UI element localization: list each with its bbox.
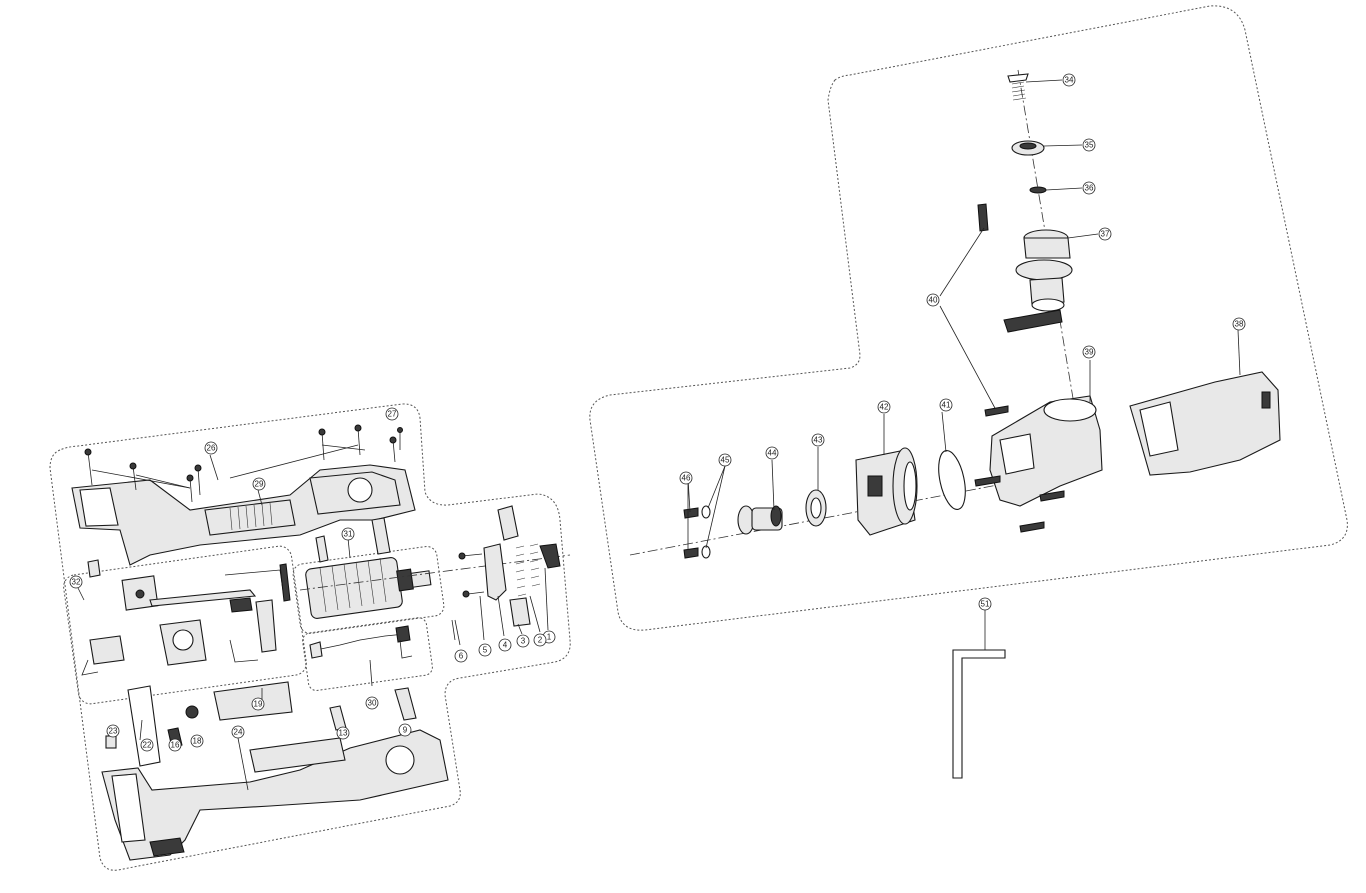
- rear-cover: [1129, 371, 1281, 476]
- callout-32: 32: [69, 575, 83, 589]
- motor-assembly-box: [292, 545, 445, 634]
- callout-31: 31: [341, 527, 355, 541]
- gear-shaft: [737, 505, 783, 535]
- callout-51: 51: [978, 597, 992, 611]
- callout-4: 4: [498, 638, 512, 652]
- callout-23: 23: [106, 724, 120, 738]
- front-screws: [683, 465, 726, 559]
- callout-34: 34: [1062, 73, 1076, 87]
- callout-35: 35: [1082, 138, 1096, 152]
- svg-text:38: 38: [1235, 320, 1244, 329]
- callout-3: 3: [516, 634, 530, 648]
- callout-46: 46: [679, 471, 693, 485]
- svg-text:22: 22: [143, 741, 152, 750]
- svg-text:3: 3: [521, 637, 526, 646]
- callout-37: 37: [1098, 227, 1112, 241]
- switch-assembly-box: [63, 545, 307, 705]
- callout-36: 36: [1082, 181, 1096, 195]
- callout-42: 42: [877, 400, 891, 414]
- callout-6: 6: [454, 649, 468, 663]
- svg-text:18: 18: [193, 737, 202, 746]
- callout-5: 5: [478, 643, 492, 657]
- svg-text:46: 46: [682, 474, 691, 483]
- svg-text:45: 45: [721, 456, 730, 465]
- upper-housing-half: [71, 464, 416, 566]
- callout-30: 30: [365, 696, 379, 710]
- callout-19: 19: [251, 697, 265, 711]
- callout-18: 18: [190, 734, 204, 748]
- callout-13: 13: [336, 726, 350, 740]
- head-assembly-boundary: [589, 5, 1348, 631]
- assembly-boundaries: [49, 5, 1348, 871]
- callout-22: 22: [140, 738, 154, 752]
- motor: [299, 554, 571, 619]
- svg-text:27: 27: [388, 410, 397, 419]
- svg-text:4: 4: [503, 641, 508, 650]
- svg-text:36: 36: [1085, 184, 1094, 193]
- head-housing: [974, 395, 1103, 533]
- svg-text:13: 13: [339, 729, 348, 738]
- callout-labels: 1 2 3 4 5 6 9 13 16 18 19 22 23 24 26 27…: [69, 73, 1246, 752]
- left-loose-parts: [87, 517, 417, 767]
- screw-34-thread: [1011, 81, 1027, 101]
- svg-text:1: 1: [547, 633, 552, 642]
- drive-small-parts: [451, 505, 561, 641]
- callout-44: 44: [765, 446, 779, 460]
- callout-39: 39: [1082, 345, 1096, 359]
- svg-text:29: 29: [255, 480, 264, 489]
- svg-text:42: 42: [880, 403, 889, 412]
- svg-text:24: 24: [234, 728, 243, 737]
- svg-text:6: 6: [459, 652, 464, 661]
- svg-text:19: 19: [254, 700, 263, 709]
- bearing: [805, 489, 827, 527]
- callout-41: 41: [939, 398, 953, 412]
- callout-43: 43: [811, 433, 825, 447]
- callout-38: 38: [1232, 317, 1246, 331]
- svg-text:43: 43: [814, 436, 823, 445]
- svg-text:2: 2: [538, 636, 543, 645]
- svg-text:31: 31: [344, 530, 353, 539]
- hex-key: [952, 649, 1006, 779]
- callout-27: 27: [385, 407, 399, 421]
- svg-text:44: 44: [768, 449, 777, 458]
- wire-assembly: [309, 625, 413, 659]
- svg-text:16: 16: [171, 741, 180, 750]
- svg-text:34: 34: [1065, 76, 1074, 85]
- svg-text:41: 41: [942, 401, 951, 410]
- callout-26: 26: [204, 441, 218, 455]
- lower-housing-half: [101, 729, 449, 861]
- gear-housing: [855, 447, 918, 536]
- callout-40: 40: [926, 293, 940, 307]
- svg-text:40: 40: [929, 296, 938, 305]
- callout-16: 16: [168, 738, 182, 752]
- switch-assembly: [81, 563, 291, 676]
- callout-45: 45: [718, 453, 732, 467]
- svg-text:32: 32: [72, 578, 81, 587]
- housing-assembly-boundary: [49, 403, 571, 871]
- svg-text:9: 9: [403, 726, 408, 735]
- svg-text:35: 35: [1085, 141, 1094, 150]
- head-stack-parts: [939, 73, 1073, 417]
- svg-text:23: 23: [109, 727, 118, 736]
- housing-vent-hatch: [229, 502, 273, 531]
- svg-text:30: 30: [368, 699, 377, 708]
- housing-screws: [84, 424, 403, 503]
- o-ring: [938, 449, 966, 511]
- spring-coils: [515, 543, 541, 597]
- svg-text:26: 26: [207, 444, 216, 453]
- svg-text:37: 37: [1101, 230, 1110, 239]
- callout-24: 24: [231, 725, 245, 739]
- svg-text:5: 5: [483, 646, 488, 655]
- callout-2: 2: [533, 633, 547, 647]
- callout-9: 9: [398, 723, 412, 737]
- svg-text:51: 51: [981, 600, 990, 609]
- head-horizontal-axis: [629, 474, 1051, 556]
- callout-29: 29: [252, 477, 266, 491]
- callout-leaders: [77, 79, 1241, 791]
- svg-text:39: 39: [1085, 348, 1094, 357]
